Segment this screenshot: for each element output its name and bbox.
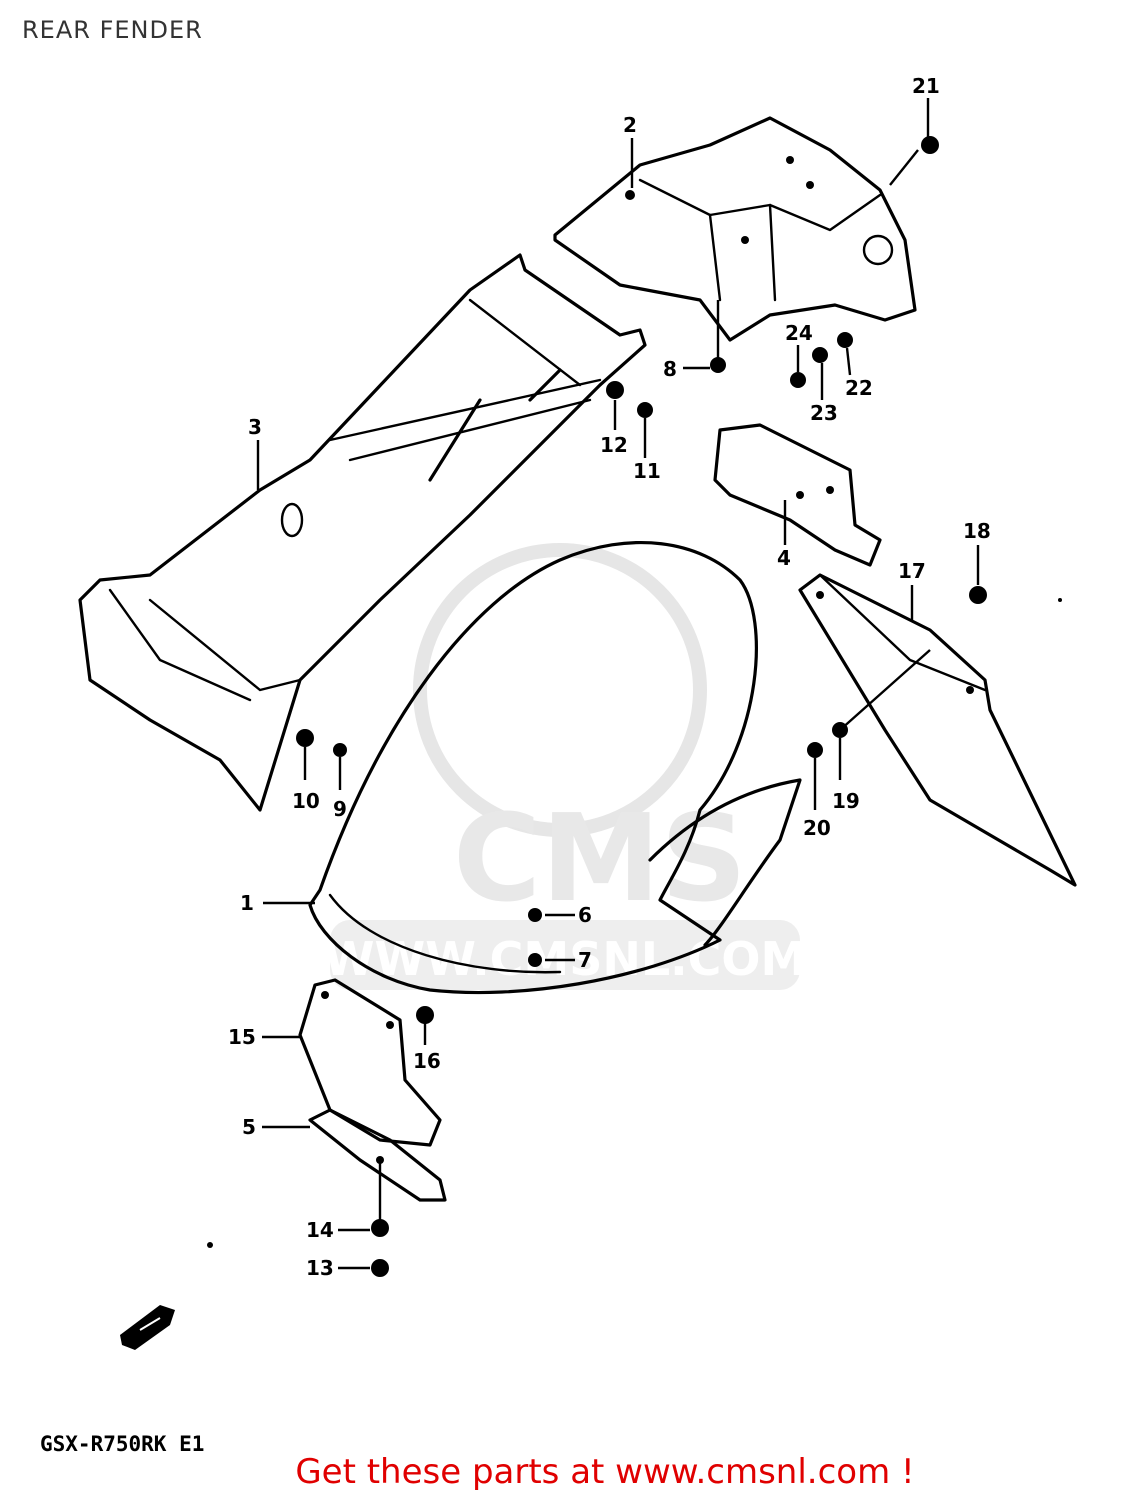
callout-19: 19	[832, 789, 860, 813]
part-17-side-plate	[798, 573, 1077, 887]
callout-5: 5	[242, 1115, 256, 1139]
callout-21: 21	[912, 74, 940, 98]
part-3-fender-frame	[78, 253, 647, 812]
callout-labels: 21 2 8 3 24 22 23 12 11 4 18 17 10 9 19 …	[228, 74, 991, 1280]
footer-parts-link[interactable]: Get these parts at www.cmsnl.com !	[295, 1452, 915, 1492]
callout-12: 12	[600, 433, 628, 457]
callout-22: 22	[845, 376, 873, 400]
callout-10: 10	[292, 789, 320, 813]
callout-20: 20	[803, 816, 831, 840]
leader-lines	[256, 98, 980, 1270]
part-4-bracket	[713, 423, 882, 567]
model-code: GSX-R750RK E1	[40, 1432, 205, 1456]
page-title: REAR FENDER	[22, 16, 203, 44]
callout-14: 14	[306, 1218, 334, 1242]
callout-18-upper: 18	[963, 519, 991, 543]
callout-11: 11	[633, 459, 661, 483]
callout-16: 16	[413, 1049, 441, 1073]
callout-23: 23	[810, 401, 838, 425]
part-1-rear-fender	[308, 540, 802, 995]
part-5-reflector-bracket	[308, 1108, 447, 1202]
callout-13: 13	[306, 1256, 334, 1280]
callout-6: 6	[578, 903, 592, 927]
watermark-brand: CMS	[453, 790, 747, 929]
callout-15: 15	[228, 1025, 256, 1049]
part-2-rear-bracket	[553, 116, 917, 342]
callout-17: 17	[898, 559, 926, 583]
direction-arrow-icon	[120, 1305, 175, 1350]
callout-4: 4	[777, 546, 791, 570]
part-15-lower-bracket	[298, 978, 442, 1147]
callout-9: 9	[333, 797, 347, 821]
callout-3: 3	[248, 415, 262, 439]
callout-24: 24	[785, 321, 813, 345]
fasteners	[296, 136, 987, 1277]
callout-7: 7	[578, 948, 592, 972]
callout-2: 2	[623, 113, 637, 137]
callout-8: 8	[663, 357, 677, 381]
callout-1: 1	[240, 891, 254, 915]
